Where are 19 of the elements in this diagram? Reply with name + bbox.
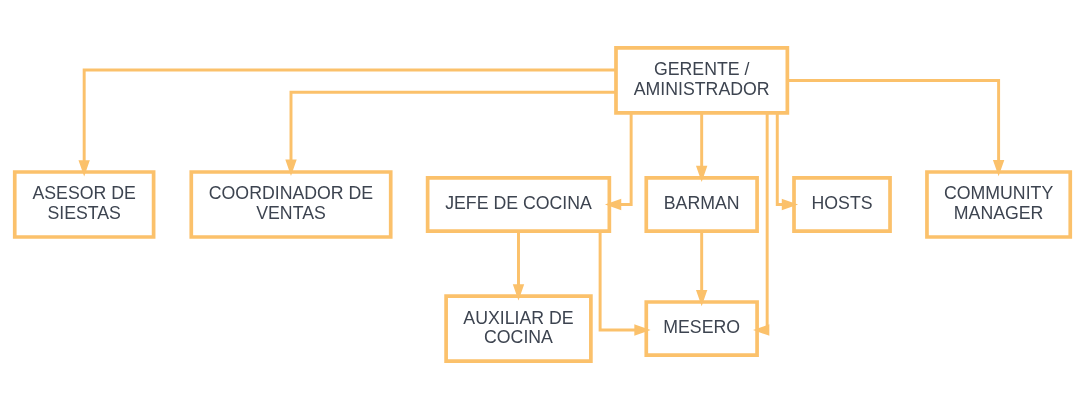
arrow — [512, 230, 525, 300]
node-box: ASESOR DE SIESTAS — [12, 169, 156, 239]
arrow — [598, 230, 651, 336]
arrow — [787, 78, 1005, 176]
arrow — [78, 68, 616, 176]
node-box: COMMUNITY MANAGER — [925, 169, 1073, 239]
arrow — [753, 112, 770, 336]
node-box: GERENTE / AMINISTRADOR — [614, 45, 790, 115]
node-box: JEFE DE COCINA — [425, 175, 612, 233]
arrow — [775, 112, 799, 210]
arrow — [604, 112, 633, 210]
node-box: COORDINADOR DE VENTAS — [189, 169, 393, 239]
arrow — [696, 112, 708, 182]
node-box: BARMAN — [644, 175, 759, 233]
arrow — [696, 230, 708, 306]
node-box: MESERO — [644, 299, 759, 357]
arrow — [285, 90, 616, 176]
node-box: AUXILIAR DE COCINA — [444, 293, 593, 363]
node-box: HOSTS — [792, 175, 892, 233]
